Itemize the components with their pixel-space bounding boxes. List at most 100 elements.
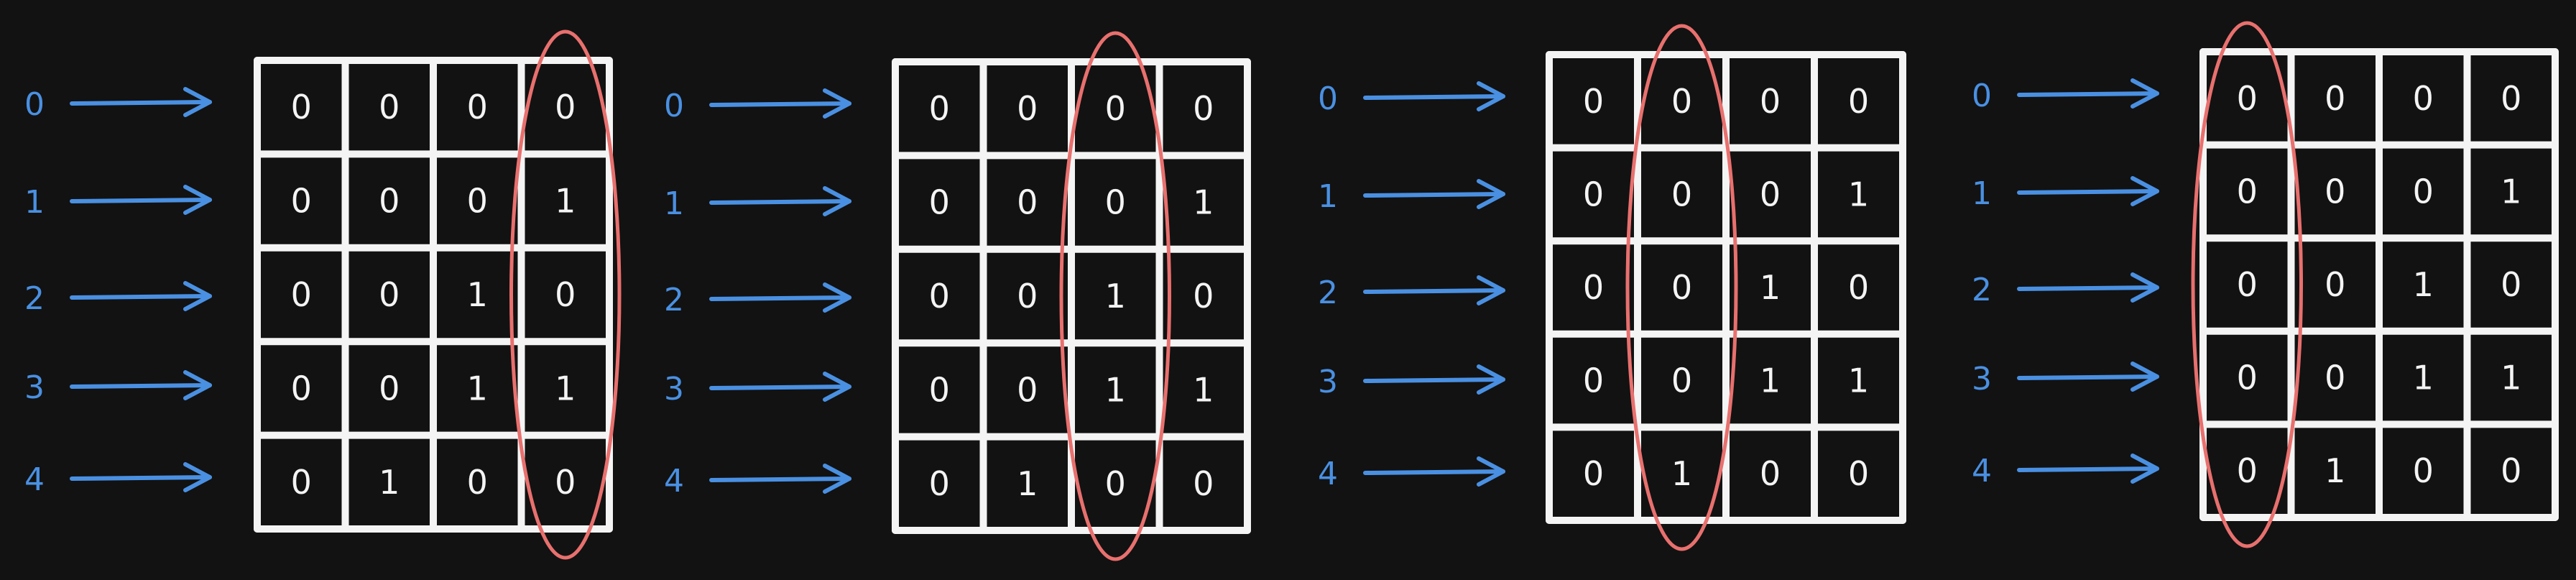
row-arrow-2 <box>1363 275 1505 305</box>
row-arrow-3 <box>2017 362 2159 392</box>
matrix-cell: 0 <box>1017 183 1038 222</box>
row-arrow-1 <box>709 186 851 216</box>
row-arrow-2 <box>709 282 851 313</box>
row-arrow-3 <box>1363 364 1505 395</box>
row-label-2: 2 <box>1318 275 1338 311</box>
matrix-cell: 0 <box>1017 89 1038 128</box>
arrow-head <box>1477 456 1505 487</box>
arrow-shaft <box>2017 189 2159 195</box>
arrow-shaft <box>1363 469 1505 475</box>
matrix-cell: 1 <box>1848 362 1869 400</box>
row-label-2: 2 <box>1972 272 1992 308</box>
matrix-cell: 0 <box>1760 82 1781 121</box>
row-arrow-2 <box>2017 272 2159 303</box>
matrix-cell: 0 <box>467 463 488 502</box>
row-label-3: 3 <box>1318 364 1338 400</box>
matrix-cell: 1 <box>2501 359 2521 397</box>
row-arrow-0 <box>1363 81 1505 111</box>
arrow-head <box>183 87 212 117</box>
arrow-head <box>2130 362 2159 392</box>
matrix-cell: 1 <box>1105 370 1126 409</box>
row-arrow-0 <box>70 87 212 117</box>
matrix-cell: 1 <box>1760 362 1781 400</box>
arrow-head <box>1477 275 1505 305</box>
matrix-cell: 0 <box>1671 82 1692 121</box>
row-arrow-1 <box>1363 179 1505 209</box>
matrix-cell: 1 <box>1105 277 1126 316</box>
row-arrow-0 <box>709 88 851 119</box>
matrix-cell: 0 <box>1848 454 1869 493</box>
matrix-cell: 0 <box>555 463 576 502</box>
matrix-cell: 0 <box>2325 359 2345 397</box>
row-label-3: 3 <box>24 369 45 406</box>
row-label-4: 4 <box>1972 453 1992 489</box>
matrix-cell: 0 <box>2325 79 2345 118</box>
row-arrow-3 <box>70 370 212 400</box>
matrix-cell: 0 <box>929 183 950 222</box>
matrix-cell: 0 <box>1671 362 1692 400</box>
matrix-cell: 0 <box>1017 370 1038 409</box>
arrow-head <box>1477 81 1505 111</box>
arrow-shaft <box>709 199 851 205</box>
matrix-cell: 0 <box>2501 265 2521 304</box>
arrow-shaft <box>70 294 212 300</box>
matrix-cell: 0 <box>467 182 488 221</box>
matrix-cell: 0 <box>1671 175 1692 213</box>
matrix-cell: 0 <box>2501 79 2521 118</box>
matrix-cell: 0 <box>379 88 400 126</box>
row-arrow-3 <box>709 372 851 402</box>
row-label-0: 0 <box>1318 80 1338 117</box>
row-label-3: 3 <box>664 371 684 408</box>
matrix-cell: 1 <box>467 369 488 408</box>
matrix-cell: 0 <box>929 370 950 409</box>
arrow-shaft <box>2017 285 2159 291</box>
row-label-2: 2 <box>24 280 45 317</box>
matrix-cell: 0 <box>1848 268 1869 307</box>
matrix-cell: 1 <box>2413 265 2434 304</box>
row-label-1: 1 <box>24 184 45 221</box>
matrix-cell: 0 <box>1583 268 1604 307</box>
matrix-cell: 0 <box>1760 175 1781 213</box>
row-arrow-4 <box>709 464 851 494</box>
matrix-cell: 0 <box>2237 265 2258 304</box>
matrix-cell: 0 <box>1583 362 1604 400</box>
matrix-cell: 0 <box>555 275 576 314</box>
matrix-cell: 1 <box>1193 370 1214 409</box>
arrow-head <box>2130 454 2159 484</box>
column-highlight-ellipse <box>2191 21 2303 548</box>
row-label-0: 0 <box>664 88 684 124</box>
row-label-1: 1 <box>1972 175 1992 212</box>
arrow-head <box>823 464 851 494</box>
matrix-cell: 0 <box>1105 464 1126 503</box>
arrow-shaft <box>1363 288 1505 294</box>
arrow-head <box>2130 272 2159 303</box>
matrix-cell: 0 <box>2237 359 2258 397</box>
matrix-cell: 0 <box>291 369 312 408</box>
matrix-cell: 0 <box>929 89 950 128</box>
matrix-cell: 0 <box>1105 89 1126 128</box>
matrix-cell: 0 <box>1193 277 1214 316</box>
row-arrow-1 <box>2017 176 2159 206</box>
arrow-shaft <box>1363 377 1505 383</box>
matrix-cell: 0 <box>291 182 312 221</box>
column-highlight-ellipse <box>1059 31 1171 561</box>
matrix-cell: 1 <box>1193 183 1214 222</box>
arrow-head <box>2130 176 2159 206</box>
arrow-shaft <box>2017 91 2159 97</box>
row-label-1: 1 <box>664 185 684 222</box>
arrow-shaft <box>70 383 212 389</box>
arrow-head <box>183 462 212 492</box>
row-label-1: 1 <box>1318 178 1338 215</box>
arrow-shaft <box>70 198 212 203</box>
arrow-head <box>823 282 851 313</box>
arrow-shaft <box>70 100 212 106</box>
matrix-cell: 0 <box>1193 464 1214 503</box>
arrow-head <box>2130 78 2159 109</box>
matrix-cell: 0 <box>1017 277 1038 316</box>
arrow-head <box>183 185 212 215</box>
arrow-shaft <box>2017 374 2159 380</box>
column-highlight-ellipse <box>509 29 622 560</box>
